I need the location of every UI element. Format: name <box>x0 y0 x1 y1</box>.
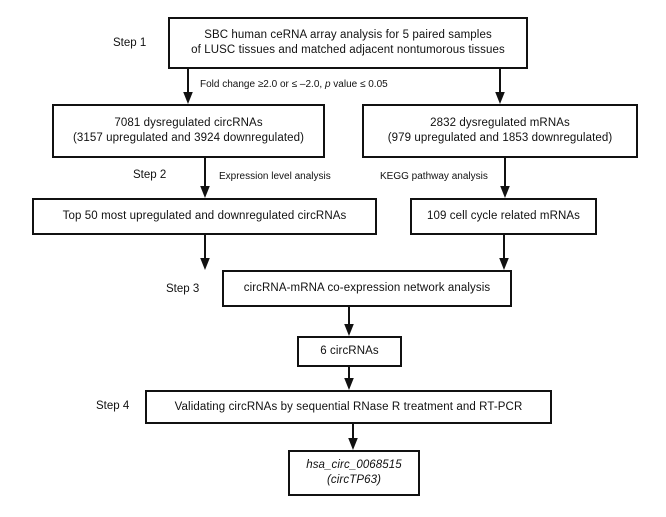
node-dysregulated-mrnas: 2832 dysregulated mRNAs (979 upregulated… <box>362 104 638 158</box>
node-final-hit: hsa_circ_0068515 (circTP63) <box>288 450 420 496</box>
node-dysregulated-circrnas-line-2: (3157 upregulated and 3924 downregulated… <box>72 132 305 144</box>
node-validation-line-1: Validating circRNAs by sequential RNase … <box>174 400 523 413</box>
node-coexpression-network: circRNA-mRNA co-expression network analy… <box>222 270 512 307</box>
node-cellcycle-mrnas-line-1: 109 cell cycle related mRNAs <box>427 210 580 222</box>
node-dysregulated-mrnas-line-1: 2832 dysregulated mRNAs <box>430 117 570 129</box>
node-six-circrnas: 6 circRNAs <box>297 336 402 367</box>
node-validation: Validating circRNAs by sequential RNase … <box>145 390 552 424</box>
node-dysregulated-circrnas: 7081 dysregulated circRNAs (3157 upregul… <box>52 104 325 158</box>
node-top50-circrnas-line-1: Top 50 most upregulated and downregulate… <box>62 210 347 222</box>
node-cellcycle-mrnas: 109 cell cycle related mRNAs <box>410 198 597 235</box>
step-label-1: Step 1 <box>113 37 147 49</box>
node-final-hit-line-2: (circTP63) <box>326 474 382 486</box>
edge-label-kegg-pathway: KEGG pathway analysis <box>380 171 488 182</box>
node-six-circrnas-line-1: 6 circRNAs <box>320 345 379 357</box>
node-dysregulated-circrnas-line-1: 7081 dysregulated circRNAs <box>114 117 263 129</box>
filter-criteria-post: value ≤ 0.05 <box>330 79 388 90</box>
node-top50-circrnas: Top 50 most upregulated and downregulate… <box>32 198 377 235</box>
node-coexpression-network-line-1: circRNA-mRNA co-expression network analy… <box>243 282 491 294</box>
edge-label-expression-level: Expression level analysis <box>219 171 331 182</box>
step-label-2: Step 2 <box>133 169 167 181</box>
filter-criteria-pre: Fold change ≥2.0 or ≤ –2.0, <box>200 79 325 90</box>
node-dysregulated-mrnas-line-2: (979 upregulated and 1853 downregulated) <box>387 132 613 144</box>
node-start-line-2: of LUSC tissues and matched adjacent non… <box>191 44 505 56</box>
node-final-hit-line-1: hsa_circ_0068515 <box>306 459 402 471</box>
edge-label-filter-criteria: Fold change ≥2.0 or ≤ –2.0, p value ≤ 0.… <box>200 78 388 91</box>
step-label-3: Step 3 <box>166 283 200 295</box>
node-start: SBC human ceRNA array analysis for 5 pai… <box>168 17 528 69</box>
filter-criteria-p-italic: p <box>324 79 331 90</box>
node-start-line-1: SBC human ceRNA array analysis for 5 pai… <box>204 29 492 41</box>
step-label-4: Step 4 <box>96 400 130 412</box>
